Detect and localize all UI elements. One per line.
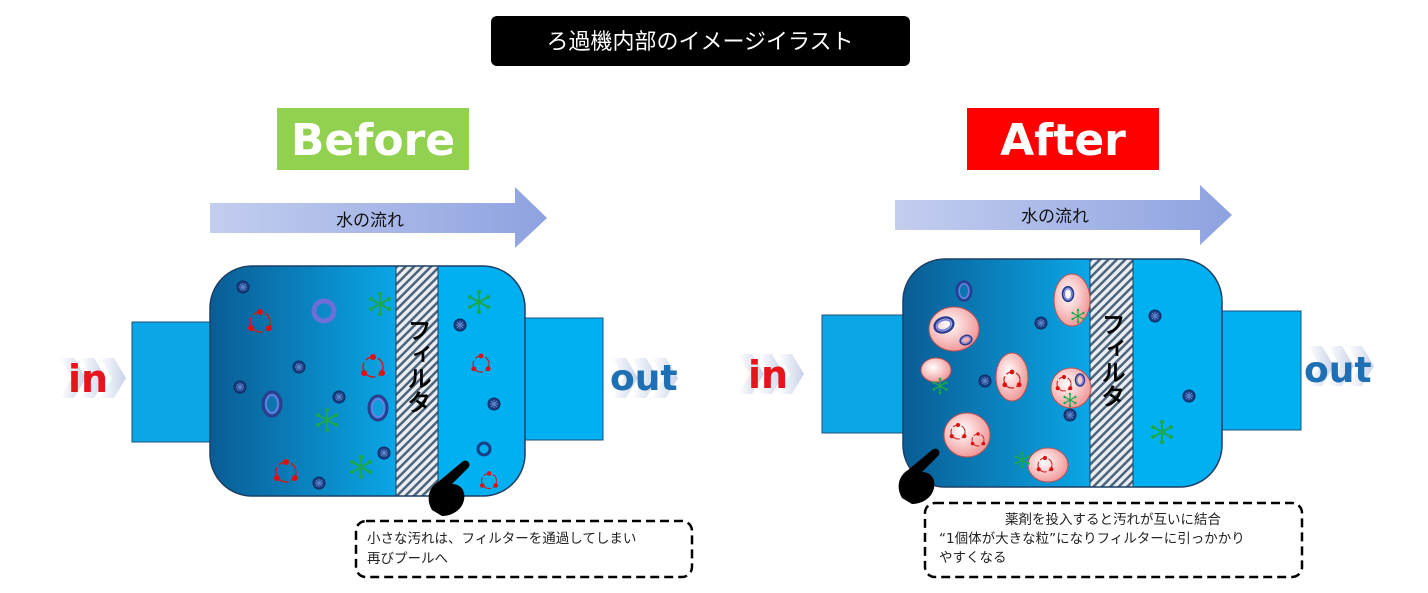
callout-box: 小さな汚れは、フィルターを通過してしまい 再びプールへ [354, 519, 694, 579]
out-label: out [610, 358, 678, 399]
aggregated-particle [920, 357, 952, 396]
small-dirt-particle [233, 380, 247, 394]
small-dirt-particle [1034, 316, 1048, 330]
callout-line: 薬剤を投入すると汚れが互いに結合 [1005, 512, 1221, 528]
filter [1090, 259, 1133, 487]
small-dirt-particle [292, 360, 306, 374]
aggregated-particle [1050, 367, 1092, 409]
aggregated-particle [1013, 447, 1069, 483]
flow-label: 水の流れ [1021, 207, 1089, 227]
aggregated-particle [1053, 273, 1091, 327]
aggregated-particle [928, 306, 980, 352]
callout-box: 薬剤を投入すると汚れが互いに結合 “1個体が大きな粒”になりフィルターに引っかか… [923, 501, 1304, 579]
title-text: ろ過機内部のイメージイラスト [546, 30, 853, 55]
small-dirt-particle [978, 374, 992, 388]
aggregated-particle [995, 352, 1029, 402]
title-banner: ろ過機内部のイメージイラスト [491, 16, 910, 66]
filter-label: フィルタ [403, 318, 431, 414]
small-dirt-particle [312, 476, 326, 490]
ring-particle [311, 298, 337, 324]
before-panel: Before 水の流れ in out フィルタ [60, 108, 694, 579]
callout-line: 再びプールへ [367, 551, 448, 567]
small-dirt-particle [1182, 389, 1196, 403]
after-label: After [1000, 115, 1126, 166]
small-dirt-particle [1148, 309, 1162, 323]
inlet-pipe [131, 321, 215, 443]
ring-particle [476, 441, 492, 457]
particles [233, 280, 501, 490]
small-dirt-particle [1063, 408, 1077, 422]
after-panel: After 水の流れ in out フィルタ [738, 108, 1374, 579]
flow-label: 水の流れ [336, 211, 404, 231]
small-dirt-particle [377, 446, 391, 460]
before-label: Before [291, 115, 455, 166]
callout-line: “1個体が大きな粒”になりフィルターに引っかかり [939, 531, 1245, 547]
callout-line: 小さな汚れは、フィルターを通過してしまい [367, 531, 636, 547]
in-label: in [748, 353, 788, 397]
callout-line: やすくなる [939, 550, 1007, 566]
flow-arrow: 水の流れ [895, 185, 1232, 245]
before-label-box [277, 108, 469, 170]
inlet-pipe [821, 314, 906, 434]
out-label: out [1304, 350, 1372, 391]
after-label-box [967, 108, 1159, 170]
flow-arrow: 水の流れ [210, 187, 547, 248]
small-dirt-particle [236, 280, 250, 294]
small-dirt-particle [453, 318, 467, 332]
filter-label: フィルタ [1097, 312, 1125, 408]
small-dirt-particle [487, 397, 501, 411]
filter [396, 266, 438, 496]
in-label: in [68, 357, 108, 401]
small-dirt-particle [332, 390, 346, 404]
aggregated-particle [943, 412, 991, 458]
particles [920, 273, 1196, 483]
outlet-pipe [522, 317, 604, 441]
outlet-pipe [1219, 310, 1302, 431]
